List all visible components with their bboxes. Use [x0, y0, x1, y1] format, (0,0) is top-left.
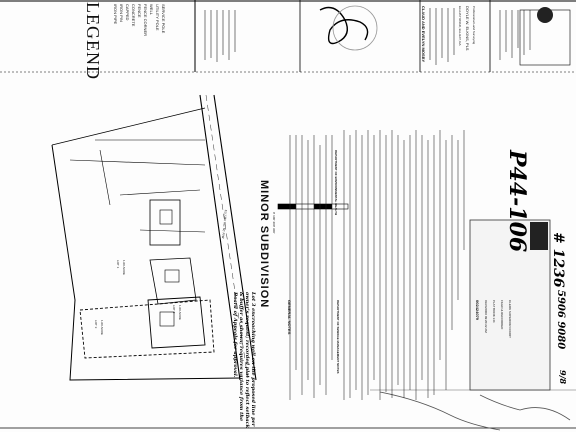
lot-label: LOT 1 — [116, 260, 120, 269]
legend-item: IRON PIN — [119, 4, 124, 22]
general-notes-heading: GENERAL NOTES — [287, 300, 292, 335]
notes-text-lines — [289, 130, 465, 400]
reference-number: # 1236 — [550, 232, 566, 288]
handwritten-margin-note: Lot 3 encroaching well on the proposed l… — [232, 292, 256, 429]
parcel-boundary — [51, 144, 241, 381]
seal-circle — [332, 5, 378, 51]
client-location: ELLIJAY ROAD, ELLIJAY, GA — [458, 6, 462, 46]
notes-section-heading: DEPARTMENT OF ENVIRONMENTAL HEALTH — [334, 150, 338, 216]
lot-acreage: 1.00 ACRE — [122, 260, 126, 275]
lot-acreage: 1.00 ACRE — [178, 305, 182, 320]
scale-label: 0' 100' 200' 300' — [272, 212, 276, 234]
lot-label: LOT 2 — [172, 305, 176, 314]
bottom-contour — [379, 391, 501, 431]
legend-item: CAPPED — [125, 4, 130, 21]
legend-item: FENCE CORNER — [143, 4, 148, 37]
road-line-east — [213, 94, 257, 381]
legend-item: CONCRETE — [131, 4, 136, 27]
legend-title: LEGEND — [83, 2, 103, 80]
lot-2-outline — [149, 257, 197, 305]
stamp-date: 03/24/2006 09:20:22 AM — [484, 300, 488, 333]
page-number: 9/8 — [558, 370, 568, 385]
stamp-clerk: CLERK SUPERIOR COURT — [508, 300, 512, 338]
corner-stamp-icon — [537, 7, 553, 23]
signature-scribble — [319, 6, 369, 45]
reference-number-2: 5906 9080 — [555, 290, 566, 350]
notes-section-heading: DEPARTMENT OF SEWAGE MANAGEMENT NOTES — [336, 300, 340, 374]
plat-number: P44-106 — [504, 150, 530, 253]
lot-3-inner — [147, 296, 206, 349]
lot-3-outline — [79, 299, 215, 359]
road-line-west — [199, 94, 241, 381]
surveyor-firm: Professional Land Surveying — [472, 6, 476, 45]
client-name: CLAUD AND EVELYN MOSBY — [421, 6, 426, 63]
legend-item: FENCE — [137, 4, 142, 18]
header-text-lines — [204, 8, 531, 65]
lot-acreage: 1.00 ACRE — [100, 320, 104, 335]
lot-1-outline — [149, 199, 181, 246]
stamp-filed: FILED & RECORDED — [500, 300, 504, 330]
legend-item: UTILITY POLE — [155, 4, 160, 31]
stamp-book: PLAT BOOK 144 — [492, 300, 496, 323]
legend-item: WELL — [149, 4, 154, 15]
legend-item: SERVICE POLE — [161, 4, 166, 34]
surveyor-name: DOYLE W. ELKINS, PLS — [465, 6, 470, 51]
plat-title: MINOR SUBDIVISION — [258, 180, 270, 309]
lot-label: LOT 3 — [94, 320, 98, 329]
legend-item: IRON PIPE — [113, 4, 118, 25]
stamp-id: 002424079 — [475, 300, 480, 321]
